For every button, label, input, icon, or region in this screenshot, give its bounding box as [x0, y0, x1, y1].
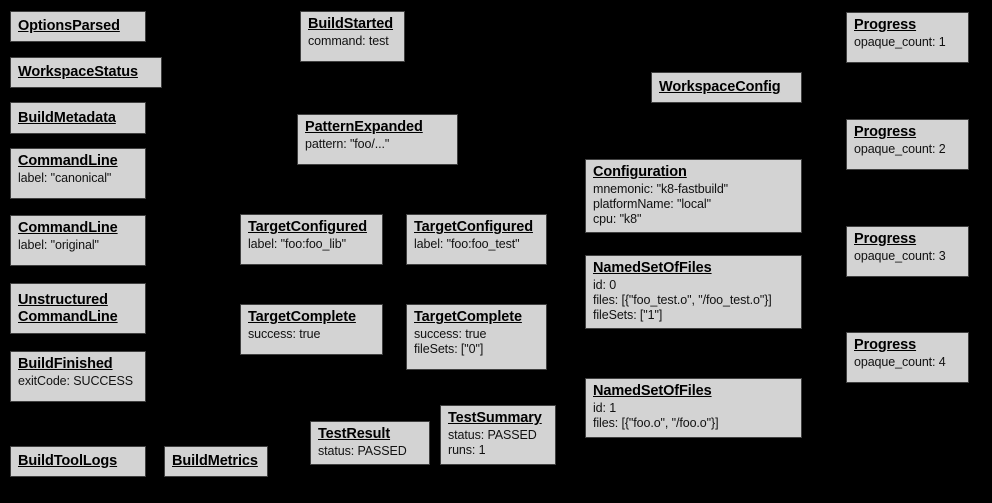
node-workspace-status[interactable]: WorkspaceStatus — [10, 57, 162, 88]
node-title: Unstructured CommandLine — [18, 291, 118, 325]
node-title: CommandLine — [18, 153, 118, 169]
node-field: fileSets: ["1"] — [593, 308, 663, 322]
node-fields: command: test — [308, 34, 398, 49]
node-title: CommandLine — [18, 220, 118, 236]
node-field: success: true — [248, 327, 321, 341]
node-field: label: "foo:foo_test" — [414, 237, 520, 251]
node-target-configured-foo-lib[interactable]: TargetConfigured label: "foo:foo_lib" — [240, 214, 383, 265]
node-fields: opaque_count: 4 — [854, 355, 962, 370]
node-progress-4[interactable]: Progress opaque_count: 4 — [846, 332, 969, 383]
node-target-configured-foo-test[interactable]: TargetConfigured label: "foo:foo_test" — [406, 214, 547, 265]
node-configuration[interactable]: Configuration mnemonic: "k8-fastbuild"pla… — [585, 159, 802, 233]
node-title: TestSummary — [448, 410, 542, 426]
node-field: platformName: "local" — [593, 197, 711, 211]
node-target-complete-lib[interactable]: TargetComplete success: true — [240, 304, 383, 355]
node-title: Progress — [854, 337, 917, 353]
node-field: files: [{"foo.o", "/foo.o"}] — [593, 416, 719, 430]
node-field: mnemonic: "k8-fastbuild" — [593, 182, 729, 196]
node-fields: label: "foo:foo_test" — [414, 237, 540, 252]
node-progress-2[interactable]: Progress opaque_count: 2 — [846, 119, 969, 170]
node-title: Configuration — [593, 164, 687, 180]
node-field: label: "foo:foo_lib" — [248, 237, 346, 251]
node-build-metadata[interactable]: BuildMetadata — [10, 102, 146, 134]
node-progress-1[interactable]: Progress opaque_count: 1 — [846, 12, 969, 63]
node-title: BuildFinished — [18, 356, 113, 372]
node-pattern-expanded[interactable]: PatternExpanded pattern: "foo/..." — [297, 114, 458, 165]
node-field: files: [{"foo_test.o", "/foo_test.o"}] — [593, 293, 772, 307]
node-field: id: 0 — [593, 278, 617, 292]
node-field: opaque_count: 3 — [854, 249, 946, 263]
node-fields: pattern: "foo/..." — [305, 137, 451, 152]
node-field: success: true — [414, 327, 487, 341]
node-build-started[interactable]: BuildStarted command: test — [300, 11, 405, 62]
node-fields: label: "foo:foo_lib" — [248, 237, 376, 252]
node-fields: opaque_count: 2 — [854, 142, 962, 157]
node-field: pattern: "foo/..." — [305, 137, 390, 151]
node-field: opaque_count: 4 — [854, 355, 946, 369]
node-title: TargetComplete — [414, 309, 522, 325]
node-fields: exitCode: SUCCESS — [18, 374, 139, 389]
node-title: Progress — [854, 17, 917, 33]
node-build-metrics[interactable]: BuildMetrics — [164, 446, 268, 477]
node-fields: success: true — [248, 327, 376, 342]
node-field: status: PASSED — [318, 444, 407, 458]
node-field: status: PASSED — [448, 428, 537, 442]
node-title: Progress — [854, 124, 917, 140]
node-field: opaque_count: 1 — [854, 35, 946, 49]
node-title: NamedSetOfFiles — [593, 260, 712, 276]
node-field: id: 1 — [593, 401, 617, 415]
node-field: runs: 1 — [448, 443, 486, 457]
node-field: label: "canonical" — [18, 171, 112, 185]
node-title: Progress — [854, 231, 917, 247]
node-progress-3[interactable]: Progress opaque_count: 3 — [846, 226, 969, 277]
node-title: BuildMetrics — [172, 453, 258, 469]
node-unstructured-command-line[interactable]: Unstructured CommandLine — [10, 283, 146, 334]
node-field: opaque_count: 2 — [854, 142, 946, 156]
node-title: BuildMetadata — [18, 109, 116, 126]
node-fields: label: "original" — [18, 238, 139, 253]
node-title: PatternExpanded — [305, 119, 423, 135]
node-title: TargetComplete — [248, 309, 356, 325]
node-workspace-config[interactable]: WorkspaceConfig — [651, 72, 802, 103]
node-field: cpu: "k8" — [593, 212, 642, 226]
node-title: NamedSetOfFiles — [593, 383, 712, 399]
node-field: command: test — [308, 34, 389, 48]
node-title: WorkspaceStatus — [18, 64, 138, 80]
node-command-line-original[interactable]: CommandLine label: "original" — [10, 215, 146, 266]
node-build-tool-logs[interactable]: BuildToolLogs — [10, 446, 146, 477]
node-fields: mnemonic: "k8-fastbuild"platformName: "l… — [593, 182, 795, 227]
node-options-parsed[interactable]: OptionsParsed — [10, 11, 146, 42]
node-title: TestResult — [318, 426, 391, 442]
node-title: WorkspaceConfig — [659, 79, 781, 95]
node-test-result[interactable]: TestResult status: PASSED — [310, 421, 430, 465]
node-field: label: "original" — [18, 238, 99, 252]
node-fields: label: "canonical" — [18, 171, 139, 186]
node-field: fileSets: ["0"] — [414, 342, 484, 356]
node-title: BuildStarted — [308, 16, 394, 32]
node-title: BuildToolLogs — [18, 453, 118, 469]
node-fields: opaque_count: 3 — [854, 249, 962, 264]
node-title: OptionsParsed — [18, 18, 120, 34]
node-command-line-canonical[interactable]: CommandLine label: "canonical" — [10, 148, 146, 199]
node-field: exitCode: SUCCESS — [18, 374, 134, 388]
node-fields: status: PASSED — [318, 444, 423, 459]
node-title: TargetConfigured — [248, 219, 367, 235]
node-fields: opaque_count: 1 — [854, 35, 962, 50]
node-build-finished[interactable]: BuildFinished exitCode: SUCCESS — [10, 351, 146, 402]
node-title: TargetConfigured — [414, 219, 533, 235]
